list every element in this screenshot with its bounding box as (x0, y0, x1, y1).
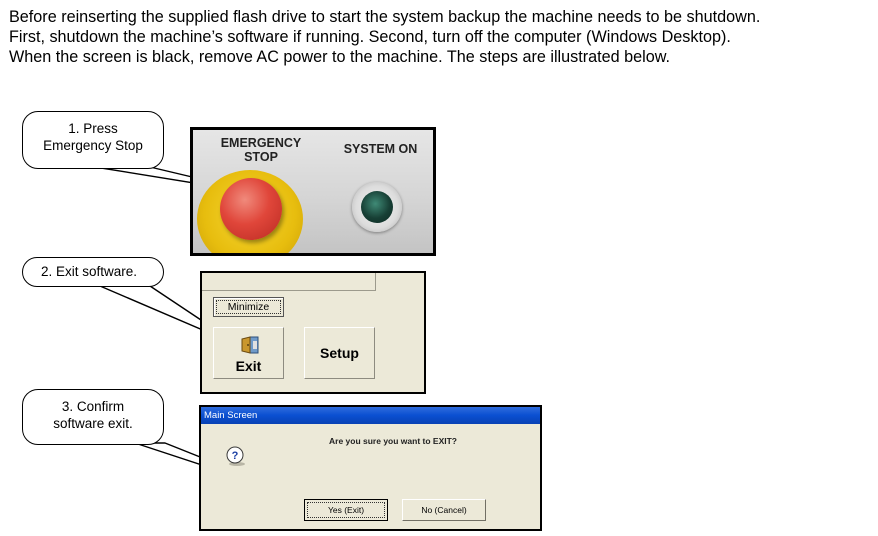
minimize-button[interactable]: Minimize (213, 297, 284, 317)
callout-step-3: 3. Confirm software exit. (22, 389, 164, 445)
exit-button[interactable]: Exit (213, 327, 284, 379)
confirm-exit-dialog: Main Screen ? Are you sure you want to E… (199, 405, 542, 531)
system-on-lamp (361, 191, 393, 223)
exit-button-label: Exit (235, 358, 262, 374)
callout-step-1: 1. Press Emergency Stop (22, 111, 164, 169)
callout-text: software exit. (53, 416, 133, 431)
callout-text: Emergency Stop (43, 138, 143, 153)
callout-text: 2. Exit software. (41, 264, 138, 279)
intro-line: First, shutdown the machine’s software i… (9, 28, 731, 46)
intro-paragraph: Before reinserting the supplied flash dr… (9, 7, 875, 67)
callout-text: 3. Confirm (61, 399, 125, 414)
emergency-stop-button[interactable] (220, 178, 282, 240)
setup-button-label: Setup (320, 345, 359, 361)
yes-exit-button[interactable]: Yes (Exit) (304, 499, 388, 521)
control-panel-photo: EMERGENCY STOP SYSTEM ON (190, 127, 436, 256)
svg-text:?: ? (232, 450, 239, 462)
no-cancel-button[interactable]: No (Cancel) (402, 499, 486, 521)
emergency-stop-label-line: STOP (244, 150, 278, 164)
callout-text: 1. Press (68, 121, 118, 136)
callout-step-2: 2. Exit software. (22, 257, 164, 287)
intro-line: Before reinserting the supplied flash dr… (9, 8, 761, 26)
intro-line: When the screen is black, remove AC powe… (9, 48, 671, 66)
top-panel-frame (202, 273, 376, 291)
setup-button[interactable]: Setup (304, 327, 375, 379)
door-exit-icon (241, 336, 259, 354)
system-on-label: SYSTEM ON (343, 142, 418, 156)
emergency-stop-label-line: EMERGENCY (220, 136, 302, 150)
emergency-stop-label: EMERGENCY STOP (213, 136, 309, 164)
question-icon: ? (226, 446, 245, 466)
software-window-crop: Minimize Exit Setup (200, 271, 426, 394)
dialog-message: Are you sure you want to EXIT? (329, 436, 457, 446)
dialog-title-bar: Main Screen (201, 407, 540, 424)
